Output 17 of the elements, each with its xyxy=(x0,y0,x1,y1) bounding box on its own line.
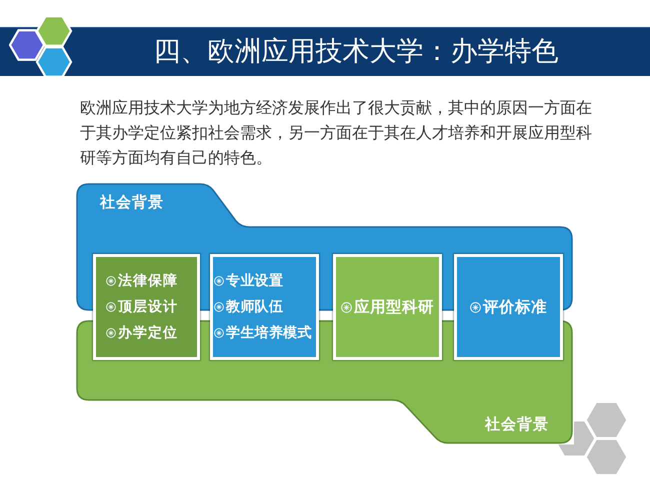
text-box xyxy=(210,254,319,360)
list-item: 专业设置 xyxy=(226,272,284,291)
band-label: 社会背景 xyxy=(485,414,549,434)
body-text: 欧洲应用技术大学为地方经济发展作出了很大贡献，其中的原因一方面在于其办学定位紧扣社会需求，另一方面在于其在人才培养和开展应用型科研等方面均有自己的特色。 xyxy=(80,97,593,169)
list-item: 顶层设计 xyxy=(118,298,178,317)
list-item: 教师队伍 xyxy=(226,298,284,317)
text-box xyxy=(454,254,563,360)
list-item: 应用型科研 xyxy=(354,297,434,317)
title: 四、欧洲应用技术大学：办学特色 xyxy=(154,35,558,68)
list-item: 评价标准 xyxy=(483,297,547,317)
text-box xyxy=(333,254,442,360)
list-item: 法律保障 xyxy=(118,272,178,291)
list-item: 学生培养模式 xyxy=(226,324,312,343)
text-box xyxy=(93,254,200,360)
band-label: 社会背景 xyxy=(100,192,164,212)
list-item: 办学定位 xyxy=(118,324,178,343)
tab-panel xyxy=(76,320,573,444)
